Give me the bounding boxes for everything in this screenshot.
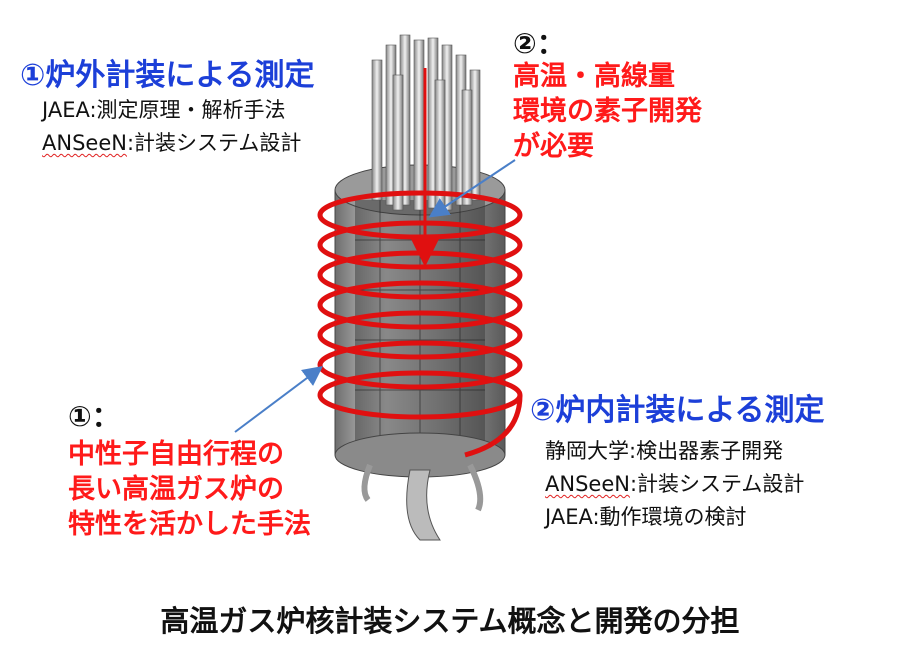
callout2-line: 環境の素子開発	[513, 96, 702, 127]
inner-line-jaea: JAEA:動作環境の検討	[545, 501, 747, 533]
callout1-label: ①：	[68, 400, 120, 433]
callout2-label: ②：	[513, 27, 565, 60]
task: :検出器素子開発	[629, 439, 784, 463]
callout1-line: 長い高温ガス炉の	[68, 474, 284, 505]
figure-caption: 高温ガス炉核計装システム概念と開発の分担	[160, 604, 740, 638]
org: JAEA	[545, 505, 593, 529]
callout2-line: 高温・高線量	[513, 61, 675, 92]
inner-instrumentation-heading: ②炉内計装による測定	[530, 393, 825, 428]
callout1-line: 特性を活かした手法	[68, 509, 311, 540]
callout1-arrow	[234, 366, 323, 433]
control-rods	[371, 34, 481, 211]
org: ANSeeN	[42, 131, 127, 155]
outer-line-anseen: ANSeeN:計装システム設計	[42, 127, 301, 159]
task: :計装システム設計	[629, 472, 805, 496]
outer-instrumentation-heading: ①炉外計装による測定	[20, 58, 315, 93]
callout2-line: が必要	[513, 131, 594, 162]
inner-line-shizuoka: 静岡大学:検出器素子開発	[545, 435, 783, 467]
inner-line-anseen: ANSeeN:計装システム設計	[545, 468, 804, 500]
task: :動作環境の検討	[592, 505, 747, 529]
org: 静岡大学	[545, 439, 629, 463]
callout1-line: 中性子自由行程の	[68, 439, 284, 470]
org: ANSeeN	[545, 472, 630, 496]
task: :計装システム設計	[126, 131, 302, 155]
outer-line-jaea: JAEA:測定原理・解析手法	[42, 94, 286, 126]
org: JAEA	[42, 98, 90, 122]
callout2-arrow	[428, 159, 516, 218]
task: :測定原理・解析手法	[89, 98, 286, 122]
